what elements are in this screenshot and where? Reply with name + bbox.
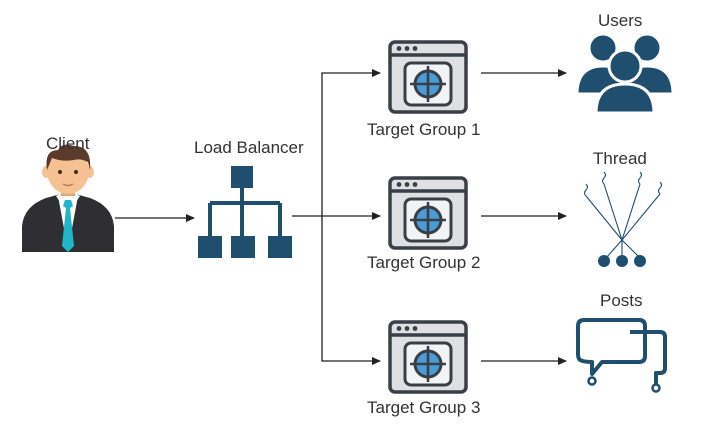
users-group-icon xyxy=(575,32,675,115)
branch-line-to-target-group-3 xyxy=(321,216,381,365)
target-group-2-label: Target Group 2 xyxy=(367,253,481,272)
load-balancer-label: Load Balancer xyxy=(194,138,304,157)
branch-line-to-target-group-1 xyxy=(321,69,381,216)
posts-speech-bubbles-icon xyxy=(576,318,667,393)
target-group-3-label: Target Group 3 xyxy=(367,398,481,417)
thread-icon xyxy=(583,171,663,267)
load-balancer-hierarchy-icon xyxy=(198,166,292,258)
target-group-2-window-icon xyxy=(388,176,468,250)
client-person-icon xyxy=(22,144,114,252)
client-label: Client xyxy=(46,134,90,153)
target-group-1-label: Target Group 1 xyxy=(367,120,481,139)
posts-label: Posts xyxy=(600,291,643,310)
target-group-1-window-icon xyxy=(388,40,468,114)
target-group-3-window-icon xyxy=(388,320,468,394)
users-label: Users xyxy=(598,11,643,30)
thread-label: Thread xyxy=(593,149,647,168)
connectors xyxy=(115,69,567,365)
